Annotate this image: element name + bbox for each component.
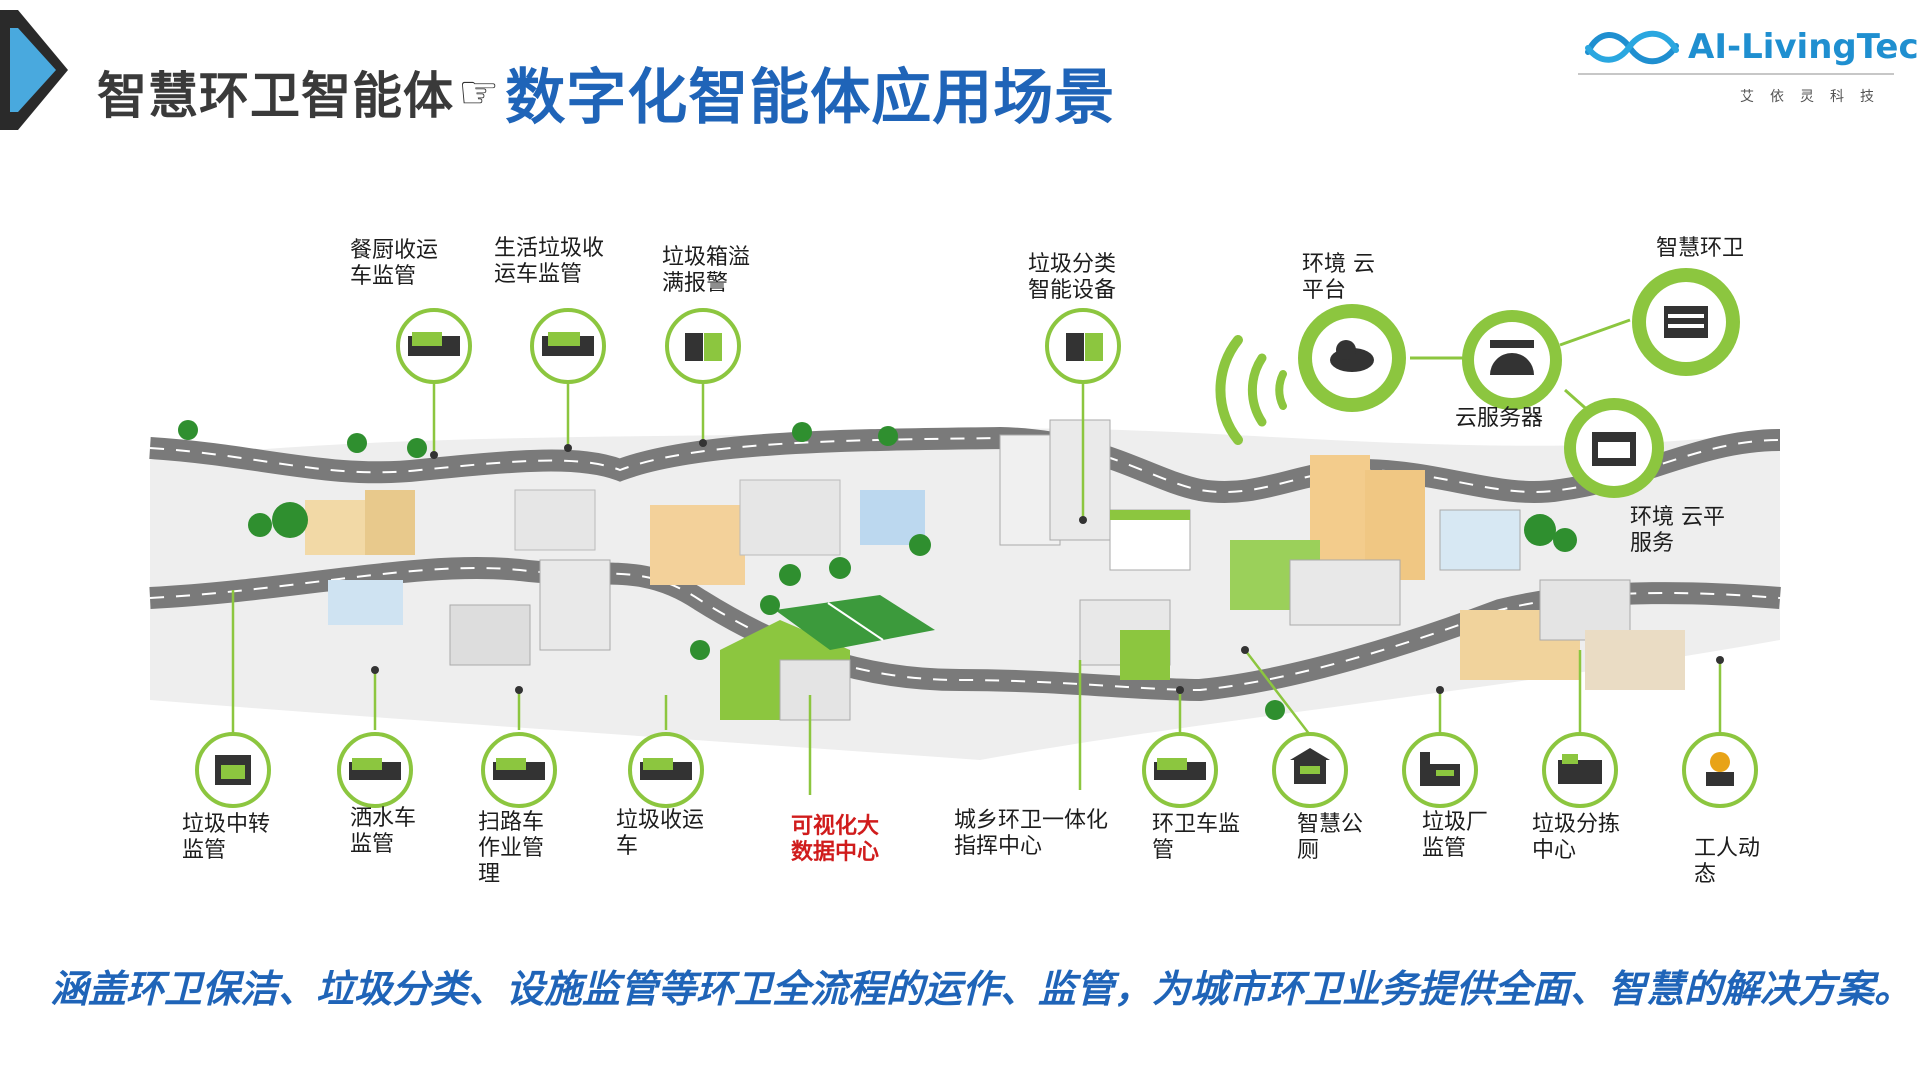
sweeper-truck-icon [481,732,557,808]
garbage-truck-icon [530,308,606,384]
toilet-icon [1272,732,1348,808]
label-bin-overflow: 垃圾箱溢 满报警 [662,245,751,296]
kitchen-waste-truck-icon [396,308,472,384]
label-collection-truck: 垃圾收运 车 [616,808,705,859]
network-icon [1564,398,1664,498]
soccer-field [775,595,935,650]
label-command-center: 城乡环卫一体化 指挥中心 [954,808,1109,859]
label-cloud-server: 云服务器 [1455,406,1544,431]
worker-icon [1682,732,1758,808]
label-sorting-center: 垃圾分拣 中心 [1532,812,1621,863]
label-sprinkler-truck: 洒水车 监管 [350,806,417,857]
label-kitchen-waste-truck: 餐厨收运 车监管 [350,238,439,289]
label-smart-toilet: 智慧公 厕 [1297,812,1364,863]
corner-chevron-icon [0,10,68,130]
logo-subtitle: 艾依灵科技 [1740,89,1890,105]
footer-tagline: 涵盖环卫保洁、垃圾分类、设施监管等环卫全流程的运作、监管，为城市环卫业务提供全面… [50,967,1913,1011]
collection-truck-icon [628,732,704,808]
logo-text: AI-LivingTech [1688,27,1920,67]
title-main: 智慧环卫智能体 [97,67,454,125]
buildings [305,419,1685,721]
page-title: 智慧环卫智能体 ☞ 数字化智能体应用场景 [97,52,1115,133]
label-cloud-service: 环境 云平 服务 [1630,505,1725,556]
leader-lines [231,370,1722,795]
sprinkler-truck-icon [337,732,413,808]
cloud-icon [1298,304,1406,412]
label-transfer-station: 垃圾中转 监管 [182,812,271,863]
sanitation-truck-icon [1142,732,1218,808]
infinity-logo-icon [1585,30,1679,65]
wifi-signal-icon [1215,335,1287,445]
sorting-center-icon [1542,732,1618,808]
label-sanitation-truck: 环卫车监 管 [1152,812,1241,863]
label-sweeper-truck: 扫路车 作业管 理 [478,810,545,887]
label-smart-sanitation: 智慧环卫 [1656,236,1745,261]
title-subtitle: 数字化智能体应用场景 [505,62,1116,133]
server-icon [1462,310,1562,410]
dashboard-icon [1632,268,1740,376]
label-cloud-platform: 环境 云 平台 [1302,252,1375,303]
factory-icon [1402,732,1478,808]
label-waste-plant: 垃圾厂 监管 [1422,810,1489,861]
label-big-data-center: 可视化大 数据中心 [791,814,880,865]
trees [178,420,1577,720]
label-worker-status: 工人动 态 [1694,836,1761,887]
label-sorting-device: 垃圾分类 智能设备 [1028,252,1117,303]
transfer-station-icon [195,732,271,808]
logo-divider [1578,73,1894,75]
pointer-hand-icon: ☞ [458,65,500,119]
label-garbage-truck: 生活垃圾收 运车监管 [494,236,605,287]
sorting-device-icon [1045,308,1121,384]
bin-overflow-icon [665,308,741,384]
